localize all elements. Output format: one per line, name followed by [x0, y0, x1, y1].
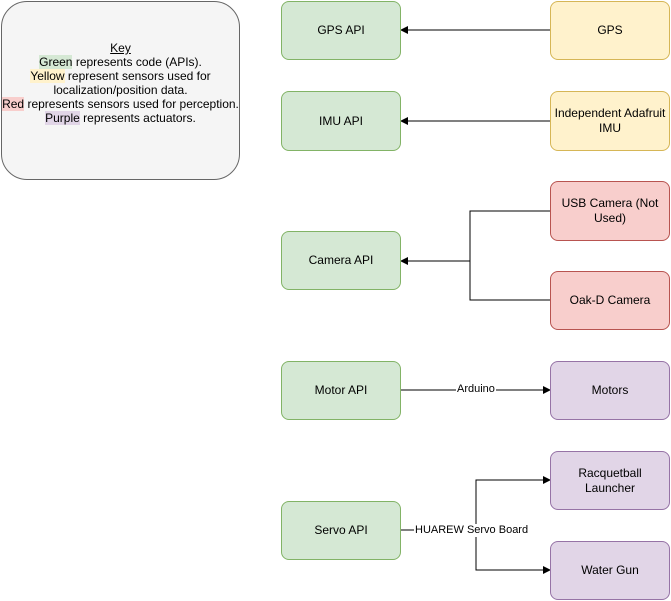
node-motors: Motors: [550, 361, 670, 420]
legend-line-red: Red represents sensors used for percepti…: [2, 97, 239, 111]
legend-yellow-text: represent sensors used for localization/…: [53, 69, 211, 97]
node-camera-api: Camera API: [281, 231, 401, 290]
legend: Key Green represents code (APIs). Yellow…: [1, 1, 240, 180]
node-servo-api: Servo API: [281, 501, 401, 560]
node-usb-camera: USB Camera (Not Used): [550, 181, 670, 241]
legend-purple-swatch: Purple: [45, 111, 80, 125]
legend-green-text: represents code (APIs).: [72, 55, 202, 69]
legend-yellow-swatch: Yellow: [30, 69, 65, 83]
node-oakd-camera: Oak-D Camera: [550, 271, 670, 330]
node-water-gun: Water Gun: [550, 541, 670, 600]
edge-oakd-to-camera-api: [469, 261, 550, 301]
edge-usb-camera-to-camera-api: [400, 210, 550, 265]
node-racquetball-launcher: Racquetball Launcher: [550, 451, 670, 510]
legend-line-purple: Purple represents actuators.: [2, 111, 239, 125]
legend-line-yellow: Yellow represent sensors used for locali…: [2, 69, 239, 97]
legend-line-green: Green represents code (APIs).: [2, 55, 239, 69]
node-motor-api: Motor API: [281, 361, 401, 420]
node-imu-api: IMU API: [281, 91, 401, 151]
node-gps-api: GPS API: [281, 1, 401, 60]
edge-label-servo-board: HUAREW Servo Board: [414, 524, 530, 537]
node-imu: Independent Adafruit IMU: [550, 91, 670, 151]
edge-label-arduino: Arduino: [456, 383, 496, 396]
legend-purple-text: represents actuators.: [79, 111, 196, 125]
edge-servo-api-to-launcher: [401, 476, 551, 531]
legend-red-text: represents sensors used for perception.: [24, 97, 239, 111]
legend-title: Key: [110, 41, 131, 55]
legend-red-swatch: Red: [2, 97, 25, 111]
legend-green-swatch: Green: [39, 55, 73, 69]
node-gps: GPS: [550, 1, 670, 60]
